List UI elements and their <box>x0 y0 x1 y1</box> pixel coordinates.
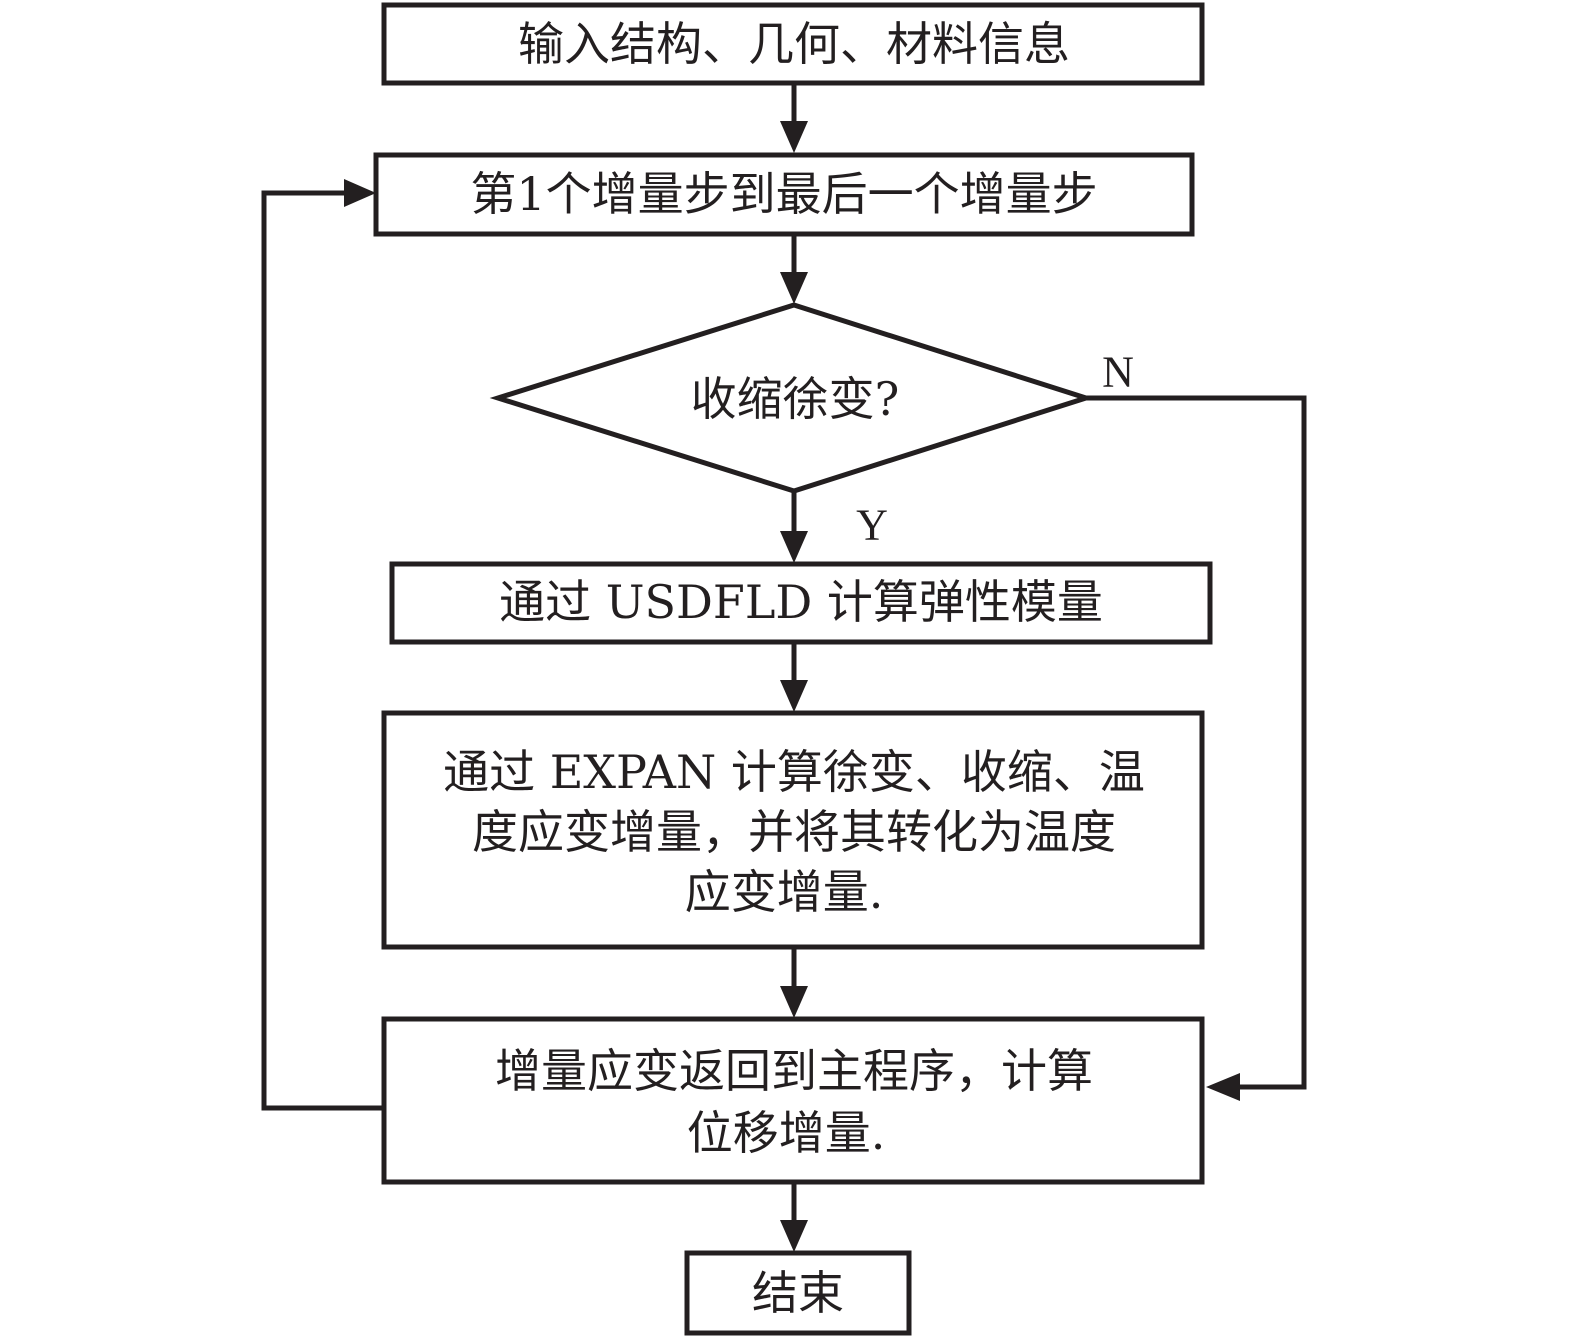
process-box-loop <box>373 152 1195 237</box>
arrowhead-decision-to-usdfld <box>780 531 808 563</box>
node-usdfld-text: 通过 USDFLD 计算弹性模量 <box>499 575 1103 629</box>
decision-diamond <box>489 302 1095 494</box>
node-return-text-line-1: 增量应变返回到主程序，计算 <box>495 1044 1093 1098</box>
process-box-expan <box>381 710 1205 950</box>
node-decision-text: 收缩徐变? <box>691 372 900 426</box>
node-loop: 第1个增量步到最后一个增量步 <box>373 152 1195 237</box>
arrowhead-return-to-end <box>780 1220 808 1252</box>
node-decision: 收缩徐变? <box>489 302 1095 494</box>
arrowhead-usdfld-to-expan <box>780 680 808 712</box>
node-loop-text: 第1个增量步到最后一个增量步 <box>470 167 1097 221</box>
node-end: 结束 <box>684 1250 912 1336</box>
branch-label-no: N <box>1102 348 1134 397</box>
arrowhead-loop-to-decision <box>780 272 808 304</box>
node-return: 增量应变返回到主程序，计算 位移增量. <box>381 1016 1205 1185</box>
node-expan-text-line-1: 通过 EXPAN 计算徐变、收缩、温 <box>443 745 1145 799</box>
edge-return-loop-back <box>261 190 384 1111</box>
edge-decision-no-to-return <box>1086 395 1307 1090</box>
process-box-usdfld <box>389 561 1213 645</box>
terminal-box-end <box>684 1250 912 1336</box>
arrowhead-input-to-loop <box>780 121 808 153</box>
node-expan: 通过 EXPAN 计算徐变、收缩、温 度应变增量，并将其转化为温度 应变增量. <box>381 710 1205 950</box>
process-box-input <box>381 2 1205 86</box>
edges <box>261 83 1307 1252</box>
node-return-text-line-2: 位移增量. <box>687 1106 886 1160</box>
branch-label-yes: Y <box>856 501 888 550</box>
node-expan-text-line-3: 应变增量. <box>685 865 884 919</box>
node-expan-text-line-2: 度应变增量，并将其转化为温度 <box>472 805 1116 859</box>
node-input: 输入结构、几何、材料信息 <box>381 2 1205 86</box>
arrowhead-return-loop-back <box>344 179 376 207</box>
node-end-text: 结束 <box>752 1266 844 1320</box>
arrowhead-decision-no-to-return <box>1206 1073 1240 1101</box>
node-input-text: 输入结构、几何、材料信息 <box>518 17 1070 71</box>
process-box-return <box>381 1016 1205 1185</box>
node-usdfld: 通过 USDFLD 计算弹性模量 <box>389 561 1213 645</box>
arrowhead-expan-to-return <box>780 986 808 1018</box>
